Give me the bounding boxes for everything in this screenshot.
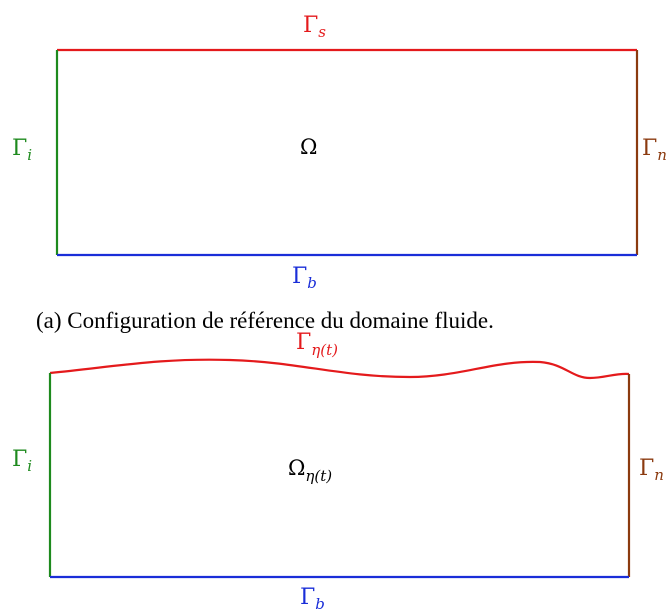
label-gamma-i-deformed: Γi [12,447,32,475]
label-omega-eta: Ωη(t) [288,456,332,485]
caption-reference: (a) Configuration de référence du domain… [36,308,494,333]
label-gamma-n-reference: Γn [642,136,667,164]
label-gamma-i-reference: Γi [12,136,32,164]
label-omega-reference: Ω [300,135,317,159]
panel-reference: Γs Γi Γn Γb Ω (a) Configuration de référ… [12,13,667,333]
label-gamma-n-deformed: Γn [639,456,664,484]
panel-deformed: Γη(t) Γi Γn Γb Ωη(t) [12,330,664,613]
label-gamma-eta: Γη(t) [296,330,338,359]
label-gamma-b-reference: Γb [292,264,317,292]
label-gamma-s: Γs [303,13,326,41]
label-gamma-b-deformed: Γb [300,585,325,613]
boundary-top-deformed [49,358,630,380]
